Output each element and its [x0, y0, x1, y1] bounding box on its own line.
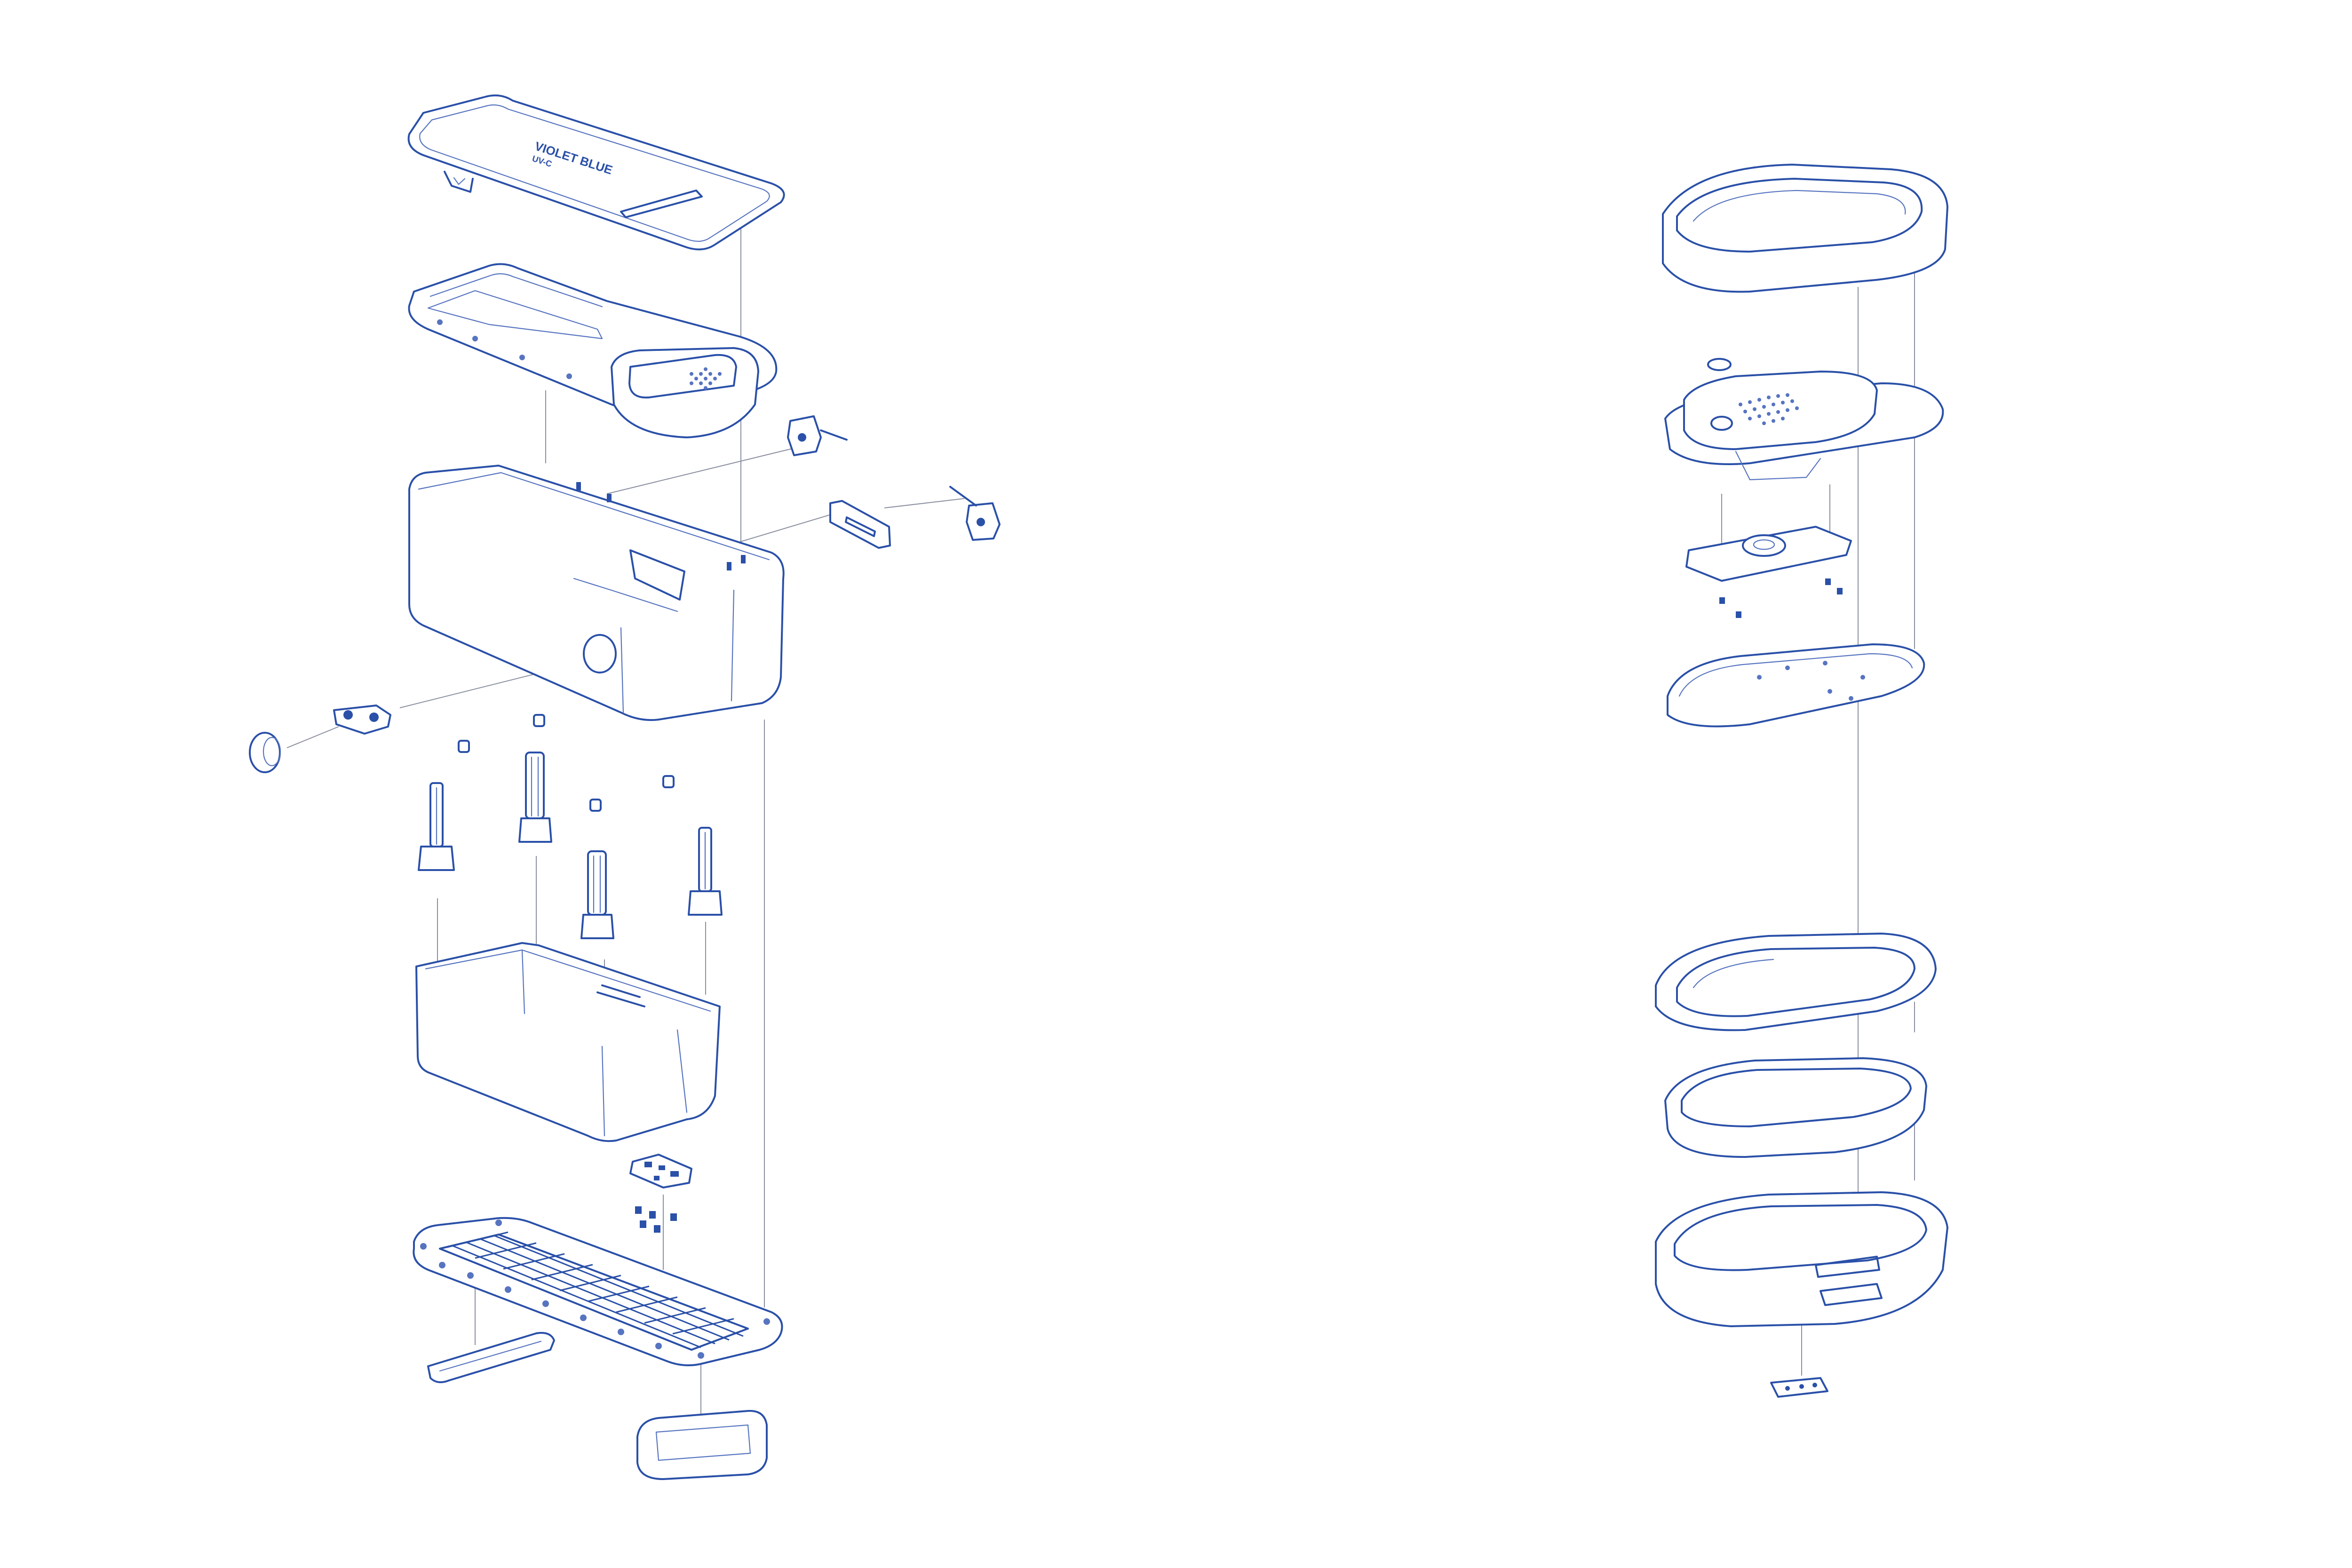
lid-slot [620, 190, 703, 218]
uv-lamp [518, 752, 552, 843]
speaker-knob [1707, 358, 1732, 371]
oval-plate [1667, 643, 1925, 728]
lamp-cap [533, 714, 545, 727]
handle-bar [427, 1332, 555, 1383]
speaker-grille-dots [690, 367, 722, 390]
lamp-cap [458, 740, 470, 753]
tray-logo-mark [596, 991, 645, 1007]
top-lid: VIOLET BLUE UV-C [407, 94, 785, 251]
oval-inner-basin [1664, 1057, 1927, 1158]
side-knob [249, 732, 281, 773]
housing-side-port [583, 634, 617, 673]
switch-component-2 [949, 486, 1001, 541]
bracket-screws [1719, 578, 1843, 618]
uv-lamp [688, 827, 723, 916]
small-foot-plate [1770, 1377, 1828, 1398]
hinge-bracket [333, 705, 391, 735]
carry-handle [636, 1410, 768, 1480]
speaker-button [1710, 416, 1733, 431]
speaker-top-grille-dots [1739, 393, 1799, 425]
oval-top-ring [1662, 164, 1948, 293]
mounting-bracket [1685, 526, 1852, 618]
oval-bottom-bowl [1655, 1191, 1948, 1327]
oval-gasket-ring [1655, 933, 1937, 1031]
switch-component-1 [787, 415, 848, 456]
pcb-fasteners [635, 1206, 677, 1233]
housing-window [629, 549, 685, 601]
control-pcb [629, 1154, 692, 1233]
lamp-cap [589, 799, 602, 812]
main-housing [408, 465, 785, 721]
lid-latch [444, 171, 474, 193]
uv-lamp [580, 850, 614, 939]
uv-lamp [418, 782, 455, 871]
bowl-slot [1815, 1256, 1880, 1278]
speaker-top-module [1664, 358, 1944, 481]
bowl-front-latch [1820, 1283, 1883, 1306]
connector-plate [829, 500, 891, 549]
lamp-cap [662, 775, 675, 788]
speaker-module [611, 347, 759, 438]
grille-mesh-lines [446, 1231, 744, 1348]
inner-tray [415, 942, 721, 1142]
uv-lamp-posts [418, 714, 723, 939]
bottom-grille-plate [413, 1217, 783, 1366]
